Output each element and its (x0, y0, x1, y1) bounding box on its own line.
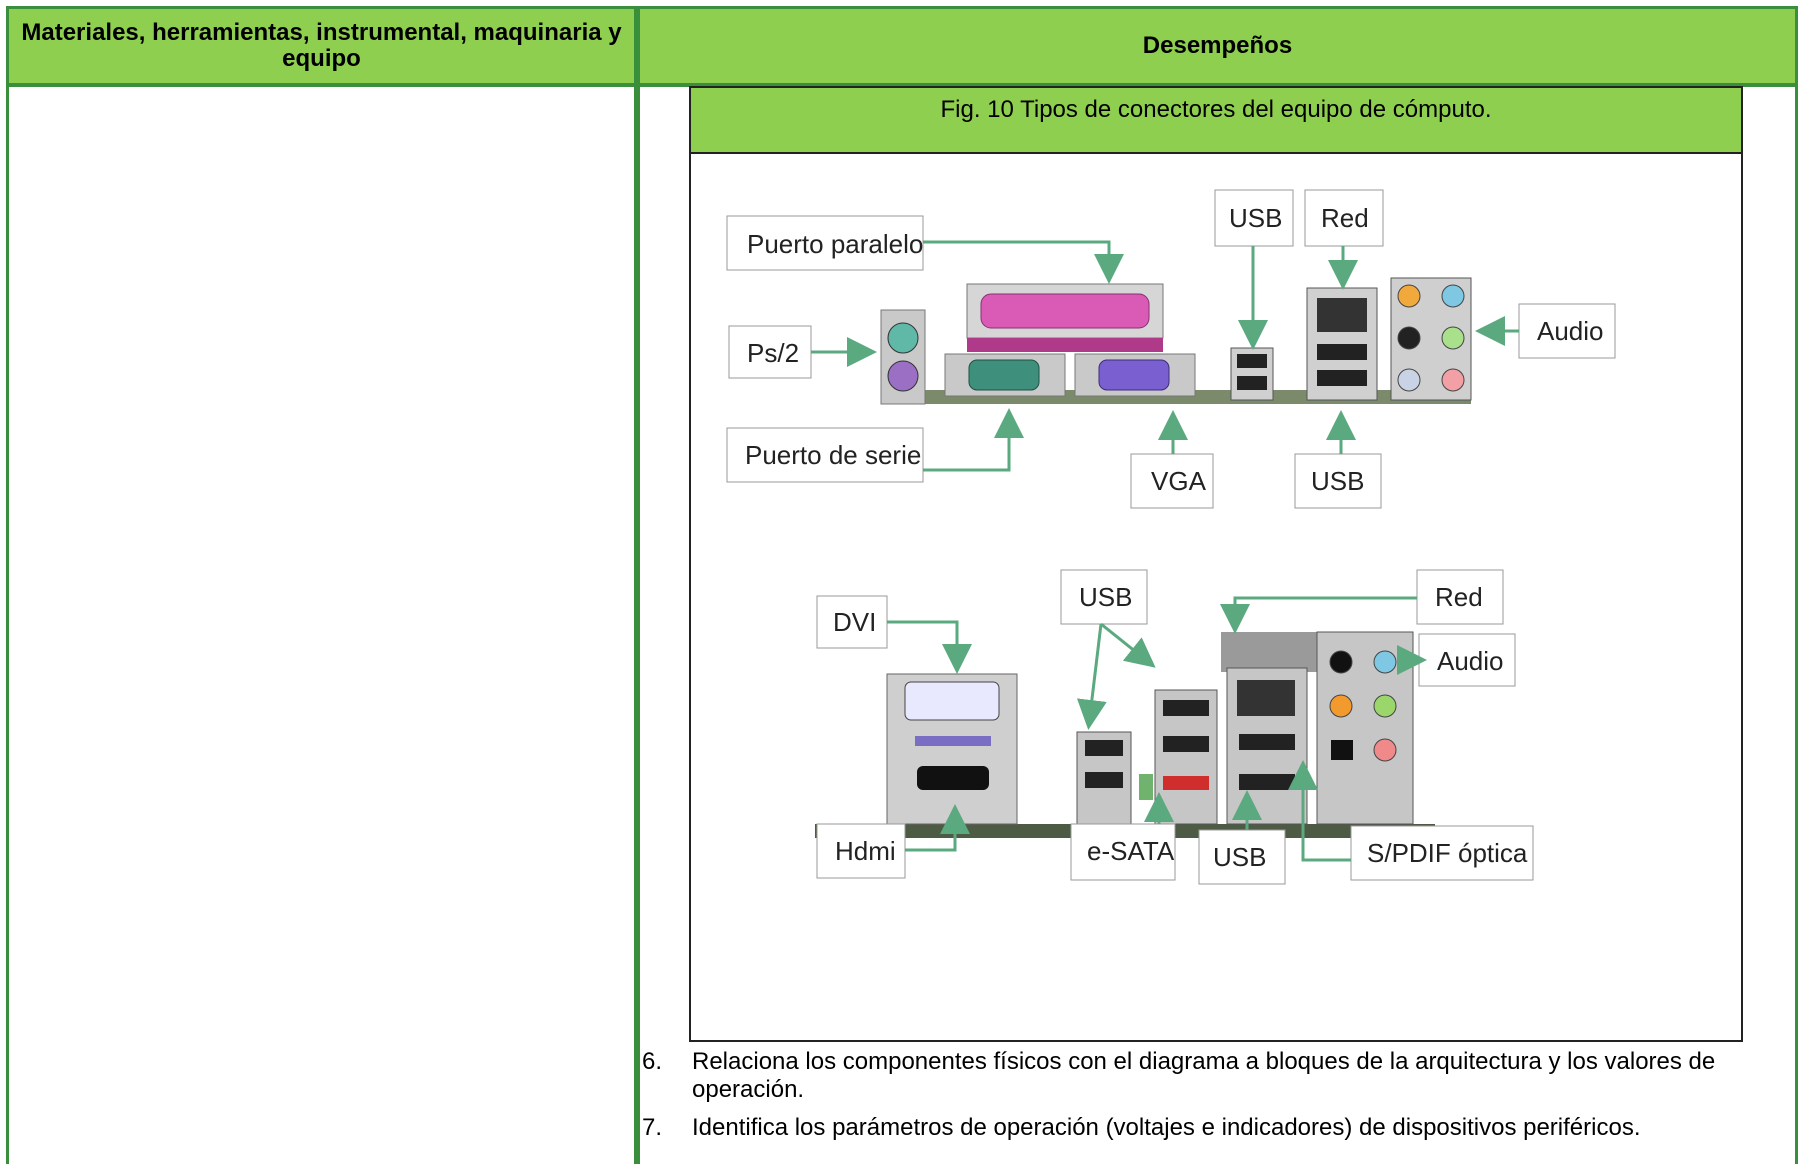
dvi-port (904, 681, 1000, 721)
usb-port (1237, 376, 1267, 390)
svg-text:e-SATA: e-SATA (1087, 836, 1175, 866)
ps2-green-port (887, 322, 919, 354)
header-divider (9, 83, 1795, 87)
column-header-performance: Desempeños (640, 9, 1795, 83)
audio-jack (1441, 284, 1465, 308)
svg-text:Puerto de serie: Puerto de serie (745, 440, 921, 470)
svg-text:VGA: VGA (1151, 466, 1207, 496)
audio-jack (1397, 326, 1421, 350)
label-hdmi: Hdmi (816, 823, 906, 879)
svg-text:Red: Red (1435, 582, 1483, 612)
list-item: 7. Identifica los parámetros de operació… (640, 1114, 1790, 1142)
audio-jack (1329, 694, 1353, 718)
hdmi-port (917, 766, 989, 790)
caption-divider (691, 152, 1741, 154)
item-number: 6. (642, 1048, 663, 1075)
label-ps2: Ps/2 (728, 325, 812, 379)
lan-port (1317, 298, 1367, 332)
svg-text:Audio: Audio (1537, 316, 1604, 346)
usb-port (1239, 774, 1295, 790)
usb-port (1317, 344, 1367, 360)
spdif-port (1331, 740, 1353, 760)
vga-port (1098, 359, 1170, 391)
svg-text:USB: USB (1079, 582, 1132, 612)
label-usb-bottom1: USB (1294, 453, 1382, 509)
connector-figure: Fig. 10 Tipos de conectores del equipo d… (689, 86, 1743, 1042)
svg-text:Ps/2: Ps/2 (747, 338, 799, 368)
column-header-materials: Materiales, herramientas, instrumental, … (9, 9, 634, 83)
svg-text:S/PDIF óptica: S/PDIF óptica (1367, 838, 1528, 868)
usb-port (1163, 700, 1209, 716)
label-red-bottom: Red (1416, 569, 1504, 625)
item-text: Relaciona los componentes físicos con el… (692, 1048, 1716, 1103)
column-divider (634, 9, 640, 1164)
label-puerto-serie: Puerto de serie (726, 427, 924, 483)
item-number: 7. (642, 1114, 663, 1141)
audio-jack (1441, 368, 1465, 392)
bottom-io-panel (815, 631, 1435, 838)
label-puerto-paralelo: Puerto paralelo (726, 215, 924, 271)
competency-table: Materiales, herramientas, instrumental, … (6, 6, 1798, 1164)
audio-jack (1373, 650, 1397, 674)
usb-port (1317, 370, 1367, 386)
figure-caption: Fig. 10 Tipos de conectores del equipo d… (691, 88, 1741, 152)
svg-text:Hdmi: Hdmi (835, 836, 896, 866)
svg-text:USB: USB (1213, 842, 1266, 872)
parallel-port (980, 293, 1150, 329)
performance-list: 6. Relaciona los componentes físicos con… (640, 1048, 1790, 1152)
label-usb-top: USB (1214, 189, 1294, 247)
usb-port (1237, 354, 1267, 368)
audio-jack (1441, 326, 1465, 350)
svg-text:DVI: DVI (833, 607, 876, 637)
audio-jack (1373, 738, 1397, 762)
label-audio-bottom: Audio (1418, 633, 1516, 687)
svg-text:USB: USB (1311, 466, 1364, 496)
label-vga: VGA (1130, 453, 1214, 509)
label-usb-mid: USB (1060, 569, 1148, 625)
svg-text:USB: USB (1229, 203, 1282, 233)
label-red-top: Red (1304, 189, 1384, 247)
usb-port (1085, 740, 1123, 756)
usb-port (1239, 734, 1295, 750)
audio-jack (1329, 650, 1353, 674)
lan-port (1237, 680, 1295, 716)
ps2-purple-port (887, 360, 919, 392)
svg-text:Red: Red (1321, 203, 1369, 233)
audio-jack (1397, 284, 1421, 308)
label-dvi: DVI (816, 595, 888, 649)
esata-port (1163, 776, 1209, 790)
audio-jack (1397, 368, 1421, 392)
label-usb-bottom2: USB (1198, 829, 1286, 885)
usb-port (1163, 736, 1209, 752)
svg-text:Audio: Audio (1437, 646, 1504, 676)
usb-port (1085, 772, 1123, 788)
label-esata: e-SATA (1070, 823, 1176, 881)
top-io-panel (880, 277, 1472, 405)
connector-diagram: Puerto paralelo Ps/2 Puerto de serie VGA… (726, 189, 1616, 885)
list-item: 6. Relaciona los componentes físicos con… (640, 1048, 1790, 1104)
label-spdif: S/PDIF óptica (1350, 825, 1534, 881)
item-text: Identifica los parámetros de operación (… (692, 1114, 1641, 1141)
audio-jack (1373, 694, 1397, 718)
svg-text:Puerto paralelo: Puerto paralelo (747, 229, 923, 259)
label-audio-top: Audio (1518, 303, 1616, 359)
serial-port (968, 359, 1040, 391)
